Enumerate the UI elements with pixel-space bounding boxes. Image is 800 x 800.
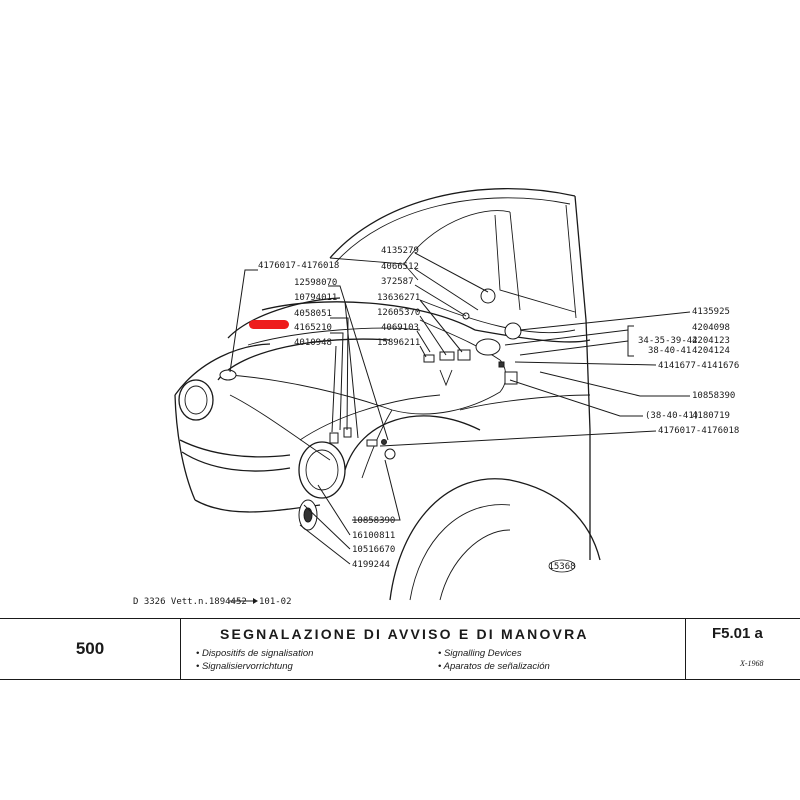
section-title: SEGNALAZIONE DI AVVISO E DI MANOVRA [220,626,589,642]
part-number-15896211: 15896211 [377,338,420,348]
labels-center: 4135279 4066512 372587 13636271 12605370… [377,246,489,358]
part-number-4141677: 4141677-4141676 [658,361,739,371]
flasher-unit-part [475,338,501,356]
wire-part [439,369,453,387]
part-number-4176017-right: 4176017-4176018 [658,426,739,436]
part-number-4176017: 4176017-4176018 [258,261,339,271]
edition-date: X-1968 [740,659,764,668]
screw-part [381,439,387,445]
clip-part [439,351,455,361]
part-number-16100811: 16100811 [352,531,395,541]
part-number-4058051: 4058051 [294,309,332,319]
subtitle-french: • Dispositifs de signalisation [196,648,314,659]
subtitle-spanish: • Aparatos de señalización [438,661,550,672]
part-number-4204124: 4204124 [692,346,730,356]
parts [219,288,522,531]
page-code: F5.01 a [712,625,763,642]
highlight-marker [249,320,289,329]
labels-right: 4135925 4204098 4204123 4204124 4141677-… [379,307,739,447]
flasher-part [480,288,496,304]
part-number-4204123: 4204123 [692,336,730,346]
bracket-note-1: 34-35-39-42 [638,336,698,346]
footer-title-block: 500 SEGNALAZIONE DI AVVISO E DI MANOVRA … [0,618,800,680]
figure-number-badge: 15368 [548,559,576,573]
part-number-12598070: 12598070 [294,278,337,288]
part-number-10794011: 10794011 [294,293,337,303]
figure-number: 15368 [548,562,575,572]
subtitle-german: • Signalisiervorrichtung [196,661,293,672]
relay-part [504,322,522,340]
part-number-4069103: 4069103 [381,323,419,333]
labels-left: 4176017-4176018 12598070 10794011 405805… [229,261,389,441]
terminal-part [423,354,435,363]
paren-note: (38-40-41) [645,411,699,421]
labels-bottom: 10858390 16100811 10516670 4199244 [299,459,401,570]
part-number-10516670: 10516670 [352,545,395,555]
part-number-10858390-right: 10858390 [692,391,735,401]
switch-part [384,448,396,460]
divider [685,619,686,679]
model-number: 500 [75,639,105,658]
part-number-4199244: 4199244 [352,560,390,570]
part-number-12605370: 12605370 [377,308,420,318]
vehicle-note: D 3326 Vett.n.1894452 [133,597,247,607]
bracket-note-2: 38-40-41 [648,346,691,356]
side-indicator-part [219,369,237,381]
part-number-4010948: 4010948 [294,338,332,348]
part-number-10858390-bottom: 10858390 [352,516,395,526]
part-number-4204098: 4204098 [692,323,730,333]
fuse-part [498,361,505,368]
part-number-4135279: 4135279 [381,246,419,256]
part-number-13636271: 13636271 [377,293,420,303]
part-number-4165210: 4165210 [294,323,332,333]
bulb-part [329,432,339,444]
connector-part [366,439,378,447]
bracket-part [457,349,471,361]
part-number-4135925: 4135925 [692,307,730,317]
arrow-head [253,598,258,604]
part-number-4180719: 4180719 [692,411,730,421]
horn-center [303,507,313,523]
divider [180,619,181,679]
subtitle-english: • Signalling Devices [438,648,522,659]
part-number-4066512: 4066512 [381,262,419,272]
vehicle-note-end: 101-02 [259,597,292,607]
part-number-372587: 372587 [381,277,414,287]
